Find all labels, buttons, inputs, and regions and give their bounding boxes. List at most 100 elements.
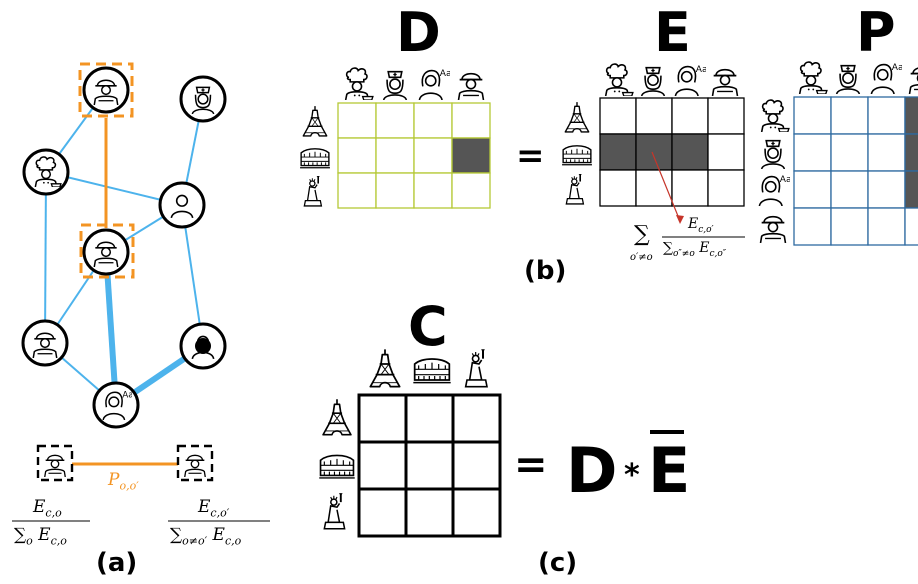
edge-label: Po,o′ <box>108 470 139 493</box>
matrix-cell <box>413 137 453 174</box>
matrix-cell <box>451 137 491 174</box>
builder-icon <box>457 72 485 100</box>
matrix-cell <box>707 97 745 135</box>
right-fraction-denominator: ∑o≠o′ Ec,o <box>170 525 242 548</box>
matrix-cell <box>375 172 415 209</box>
eiffel-tower-icon <box>369 348 401 388</box>
matrix-cell <box>357 440 408 491</box>
matrix-c-title: C <box>408 295 448 358</box>
b-sum-subscript: o′≠o <box>630 252 653 263</box>
matrix-cell <box>793 96 832 135</box>
builder-icon <box>711 68 739 96</box>
matrix-cell <box>830 170 869 209</box>
nurse-icon <box>760 139 786 169</box>
equals-sign-b: = <box>516 136 545 176</box>
matrix-cell <box>404 440 455 491</box>
eiffel-tower-icon <box>302 105 328 137</box>
matrix-cell <box>599 169 637 207</box>
teacher-icon <box>674 64 706 96</box>
matrices-layer <box>299 61 918 538</box>
matrix-cell <box>337 102 377 139</box>
matrix-cell <box>375 102 415 139</box>
matrix-cell <box>451 440 502 491</box>
teacher-icon <box>758 174 790 206</box>
nurse-icon <box>640 66 666 96</box>
statue-of-liberty-icon <box>565 173 585 205</box>
matrix-cell <box>793 207 832 246</box>
statue-of-liberty-icon <box>323 492 346 530</box>
matrix-cell <box>793 170 832 209</box>
matrix-cell <box>451 172 491 209</box>
matrix-cell <box>904 133 918 172</box>
matrix-cell <box>337 172 377 209</box>
teacher-icon <box>418 68 450 100</box>
matrix-cell <box>867 133 906 172</box>
matrix-cell <box>635 133 673 171</box>
rhs-d-letter: D <box>566 434 618 507</box>
left-fraction-denominator: ∑o Ec,o <box>14 525 67 548</box>
network-edge <box>181 204 204 347</box>
matrix-cell <box>671 97 709 135</box>
equals-sign-c: = <box>514 442 548 488</box>
chef-icon <box>798 61 828 94</box>
matrix-cell <box>451 393 502 444</box>
e-sum-arrow <box>651 151 681 222</box>
matrix-d-title: D <box>396 1 441 64</box>
matrix-cell <box>904 96 918 135</box>
matrix-cell <box>599 97 637 135</box>
matrix-cell <box>904 170 918 209</box>
matrix-cell <box>830 96 869 135</box>
left-fraction-numerator: Ec,o <box>33 497 62 520</box>
statue-of-liberty-icon <box>464 348 488 388</box>
matrix-cell <box>635 97 673 135</box>
matrix-cell <box>904 207 918 246</box>
matrix-cell <box>357 393 408 444</box>
matrix-cell <box>375 137 415 174</box>
panel-label-a: (a) <box>96 548 138 578</box>
matrix-cell <box>671 169 709 207</box>
colosseum-icon <box>318 454 356 479</box>
colosseum-icon <box>299 148 331 169</box>
panel-label-b: (b) <box>524 256 567 286</box>
matrix-cell <box>404 393 455 444</box>
chef-icon <box>344 67 374 100</box>
chef-icon <box>604 63 634 96</box>
nurse-icon <box>835 64 861 94</box>
b-fraction-numerator: Ec,o′ <box>688 216 714 235</box>
suit-hair-shape <box>195 338 211 354</box>
matrix-cell <box>867 170 906 209</box>
multiply-star: * <box>624 458 640 493</box>
selected-node-box <box>79 223 135 279</box>
chef-icon <box>760 99 790 132</box>
teacher-icon <box>870 62 902 94</box>
nurse-icon <box>382 70 408 100</box>
matrix-cell <box>413 102 453 139</box>
builder-icon <box>759 215 787 243</box>
matrix-cell <box>404 487 455 538</box>
matrix-p-grid <box>793 96 918 246</box>
matrix-cell <box>451 487 502 538</box>
builder-icon <box>908 66 918 94</box>
matrix-e-title: E <box>654 1 691 64</box>
matrix-e-grid <box>599 97 745 207</box>
b-sum-symbol: ∑ <box>634 222 650 247</box>
e-sum-arrowhead <box>676 215 684 224</box>
rhs-e-letter: E <box>648 434 691 507</box>
matrix-cell <box>867 207 906 246</box>
colosseum-icon <box>561 145 593 166</box>
matrix-cell <box>337 137 377 174</box>
eiffel-tower-icon <box>322 398 352 436</box>
matrix-cell <box>671 133 709 171</box>
selected-node-box <box>78 62 134 118</box>
statue-of-liberty-icon <box>303 175 323 207</box>
matrix-cell <box>867 96 906 135</box>
matrix-cell <box>599 133 637 171</box>
matrix-p-title: P <box>856 1 896 64</box>
right-fraction-numerator: Ec,o′ <box>198 497 230 520</box>
matrix-cell <box>830 207 869 246</box>
matrix-cell <box>793 133 832 172</box>
eiffel-tower-icon <box>564 101 590 133</box>
occupation-network <box>21 62 227 482</box>
matrix-c-grid <box>357 393 502 538</box>
